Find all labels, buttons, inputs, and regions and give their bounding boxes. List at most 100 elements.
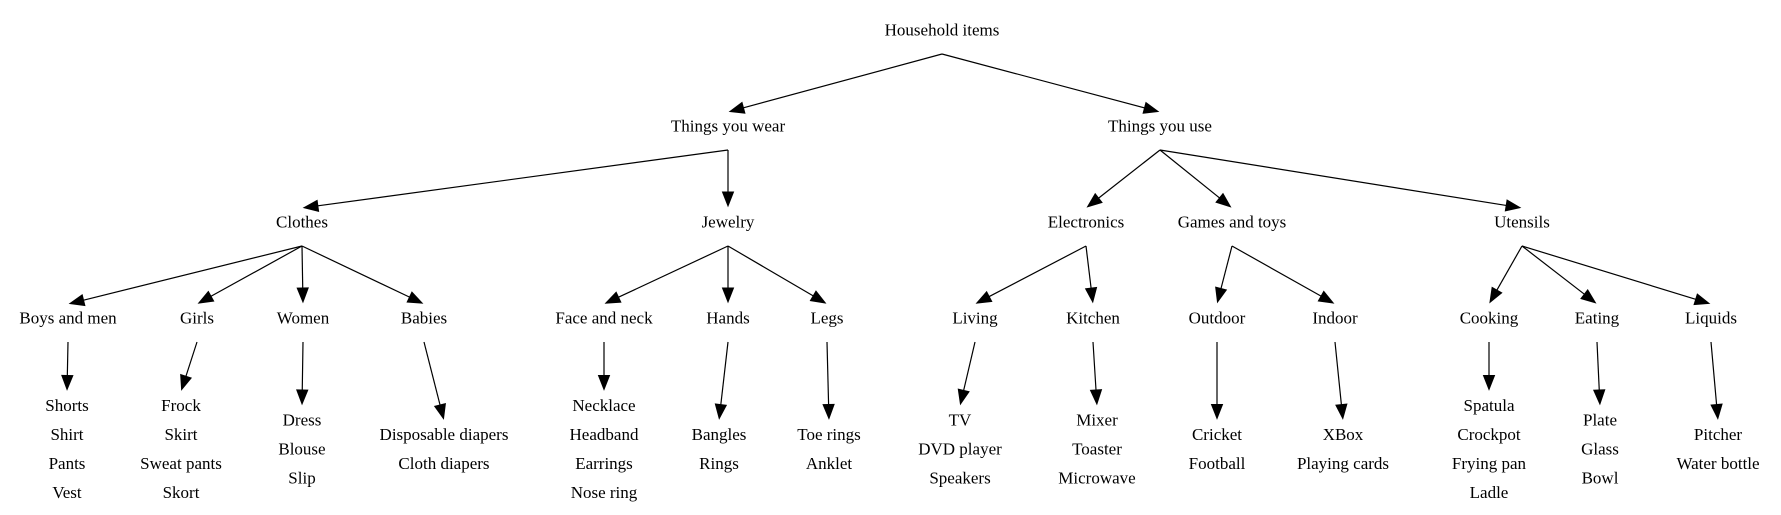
node-label: Babies (401, 309, 447, 328)
arrow-head-icon (597, 375, 611, 391)
edge-girls-to-girls-items (180, 341, 198, 391)
node-label: TV (949, 411, 972, 430)
arrow-head-icon (975, 290, 993, 304)
node-babies: Babies (401, 309, 447, 328)
edge-line (301, 341, 304, 391)
edge-games-to-indoor (1231, 245, 1335, 304)
node-label: Cooking (1460, 309, 1519, 328)
node-label: Nose ring (571, 483, 638, 502)
arrow-head-icon (433, 402, 446, 420)
node-label: Necklace (572, 396, 635, 415)
edge-clothes-to-babies (301, 245, 424, 304)
node-label: Crockpot (1457, 425, 1521, 444)
edge-jewelry-to-face (604, 245, 729, 304)
arrow-head-icon (1693, 293, 1711, 306)
arrow-head-icon (1317, 290, 1335, 304)
edge-line (83, 245, 303, 301)
node-label: Spatula (1464, 396, 1515, 415)
edge-babies-to-babies-items (423, 341, 446, 420)
edge-line (1159, 149, 1220, 199)
edge-clothes-to-girls (197, 245, 303, 304)
edge-line (1334, 341, 1342, 405)
node-label: Things you wear (671, 117, 786, 136)
node-label: Face and neck (555, 309, 653, 328)
edge-hands-to-hands-items (714, 341, 729, 420)
edge-living-to-living-items (957, 341, 976, 406)
edge-games-to-outdoor (1215, 245, 1233, 304)
edge-line (301, 245, 304, 289)
node-label: Shorts (45, 396, 88, 415)
node-label: Things you use (1108, 117, 1212, 136)
node-label: Water bottle (1676, 454, 1759, 473)
edge-line (727, 245, 814, 297)
node-label: Household items (885, 21, 1000, 40)
node-label: Cricket (1192, 425, 1242, 444)
node-label: DVD player (918, 440, 1002, 459)
node-face: Face and neck (555, 309, 653, 328)
node-label: Dress (283, 411, 322, 430)
edge-line (1596, 341, 1600, 391)
edge-line (1220, 245, 1233, 289)
edge-line (1521, 245, 1696, 300)
node-label: Bowl (1582, 469, 1619, 488)
edge-boys-to-boys-items (61, 341, 74, 391)
node-label: Glass (1581, 440, 1619, 459)
edge-household-to-use (941, 53, 1160, 114)
node-label: Speakers (929, 469, 990, 488)
node-clothes: Clothes (276, 213, 328, 232)
node-label: Frock (161, 396, 201, 415)
edge-legs-to-legs-items (822, 341, 835, 420)
edge-use-to-electronics (1086, 149, 1161, 208)
edge-line (1521, 245, 1585, 295)
node-label: Pitcher (1694, 425, 1742, 444)
node-label: Skirt (164, 425, 197, 444)
edge-line (1710, 341, 1718, 405)
node-girls: Girls (180, 309, 214, 328)
edge-line (185, 341, 198, 377)
edge-utensils-to-liquids (1521, 245, 1711, 306)
arrow-head-icon (180, 373, 193, 391)
node-label: Slip (288, 469, 315, 488)
node-label: Liquids (1685, 309, 1737, 328)
arrow-head-icon (822, 403, 835, 420)
arrow-head-icon (1142, 101, 1160, 114)
arrow-head-icon (68, 293, 86, 307)
edge-indoor-to-indoor-items (1334, 341, 1348, 420)
node-label: Football (1189, 454, 1246, 473)
arrow-head-icon (1215, 286, 1228, 304)
edge-cooking-to-cooking-items (1482, 342, 1496, 391)
node-label: Women (277, 309, 330, 328)
edge-line (963, 341, 976, 391)
node-label: Utensils (1494, 213, 1550, 232)
node-use: Things you use (1108, 117, 1212, 136)
arrow-head-icon (1593, 389, 1606, 406)
arrow-head-icon (296, 287, 309, 304)
edge-line (1231, 245, 1322, 297)
arrow-head-icon (957, 388, 970, 406)
node-label: Toaster (1072, 440, 1122, 459)
node-label: Sweat pants (140, 454, 222, 473)
node-eating: Eating (1575, 309, 1620, 328)
edge-use-to-utensils (1159, 149, 1522, 212)
edge-line (743, 53, 943, 109)
edge-use-to-games (1159, 149, 1232, 208)
node-jewelry: Jewelry (702, 213, 755, 232)
edge-jewelry-to-hands (721, 246, 735, 304)
edge-line (1092, 341, 1097, 391)
node-label: Boys and men (19, 309, 117, 328)
edge-line (1496, 245, 1523, 291)
node-games: Games and toys (1178, 213, 1287, 232)
node-label: Toe rings (797, 425, 861, 444)
